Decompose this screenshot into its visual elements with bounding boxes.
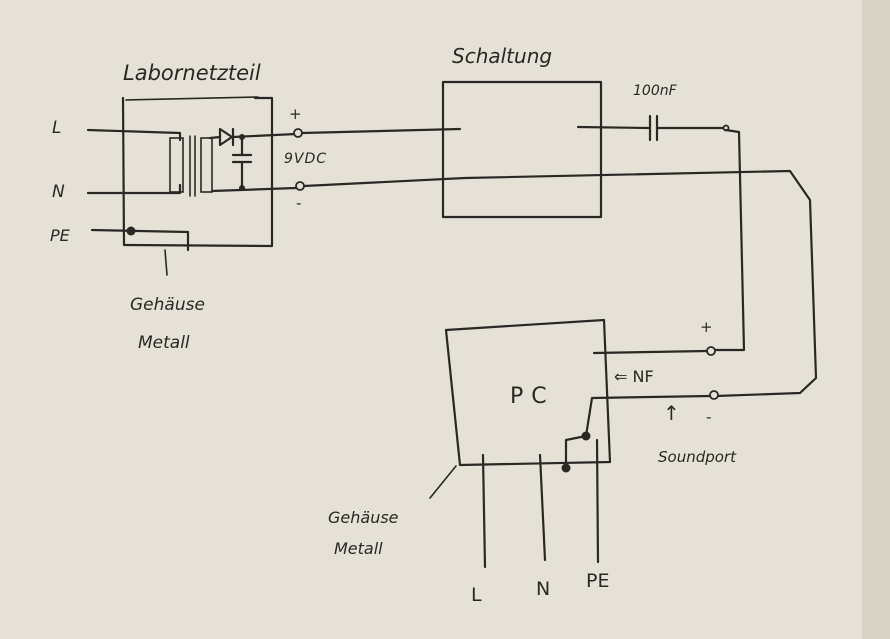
pc-mains-PE: PE (586, 570, 609, 592)
cap-junction-bottom (239, 185, 245, 191)
wire-circuit-to-cap (576, 125, 651, 130)
wire-psu-minus (210, 186, 298, 193)
pc-chassis-label-2: Metall (334, 539, 383, 558)
soundport-minus-label: - (706, 408, 711, 426)
wire-psu-N (86, 183, 182, 195)
nf-signal-label: ⇐ NF (614, 367, 654, 386)
soundport-plus-terminal (706, 346, 716, 356)
wire-pc-ground-internal (564, 434, 588, 470)
soundport-arrow: ↑ (663, 401, 680, 425)
pc-title: PC (510, 384, 555, 409)
psu-chassis-leader (164, 249, 168, 276)
wire-diode-in (208, 135, 222, 140)
psu-plus-terminal (293, 128, 303, 138)
psu-input-PE: PE (50, 226, 71, 245)
pc-block: PC + - ⇐ NF ↑ Soundport L N PE Gehäuse M… (328, 318, 737, 606)
psu-plus-label: + (289, 105, 302, 123)
soundport-label: Soundport (658, 448, 737, 466)
pc-mains-L: L (471, 584, 482, 606)
psu-block: Labornetzteil L N PE (50, 61, 327, 353)
psu-input-N: N (52, 182, 65, 202)
transformer-symbol (169, 135, 213, 197)
circuit-block: Schaltung 100nF (300, 44, 730, 219)
pc-chassis-leader (429, 465, 457, 499)
psu-input-L: L (52, 118, 61, 138)
psu-chassis-label-1: Gehäuse (130, 295, 205, 315)
wire-pc-PE (595, 438, 600, 564)
psu-minus-label: - (296, 194, 301, 212)
pc-box (444, 318, 612, 467)
psu-title-underline (125, 96, 259, 101)
wire-psu-PE (90, 228, 190, 252)
psu-voltage-label: 9VDC (284, 151, 327, 167)
wire-pc-L (481, 453, 487, 569)
psu-box (121, 96, 274, 248)
wire-pc-signal (592, 349, 709, 355)
pc-mains-N: N (536, 578, 550, 600)
pc-ground-junction-1 (581, 431, 591, 441)
soundport-minus-terminal (709, 390, 719, 400)
pe-junction-psu (126, 226, 136, 236)
coupling-cap-label: 100nF (633, 83, 678, 99)
pc-chassis-label-1: Gehäuse (328, 508, 399, 527)
wire-plus-to-circuit (300, 127, 462, 135)
circuit-title: Schaltung (452, 44, 552, 68)
psu-chassis-label-2: Metall (138, 333, 190, 353)
wire-ground-to-soundport (463, 169, 818, 398)
wire-minus-to-circuit (302, 176, 467, 188)
paper-edge (862, 0, 890, 639)
wire-signal-to-soundport (712, 128, 746, 352)
circuit-box (441, 80, 603, 219)
psu-title: Labornetzteil (123, 61, 261, 85)
cap-junction-top (239, 134, 245, 140)
pc-ground-junction-2 (561, 463, 571, 473)
wire-pc-N (538, 453, 547, 562)
psu-minus-terminal (295, 181, 305, 191)
wire-pc-ground (584, 394, 712, 438)
soundport-plus-label: + (700, 318, 713, 336)
